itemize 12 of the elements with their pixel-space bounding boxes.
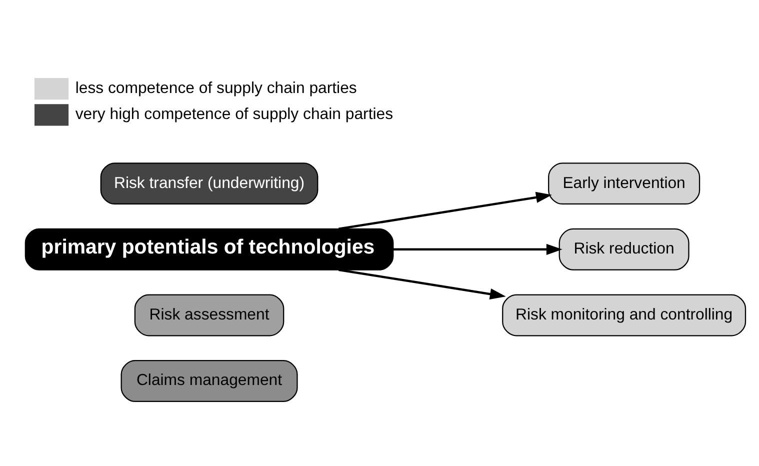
arrow (338, 268, 506, 300)
node-box: primary potentials of technologies (24, 228, 394, 270)
node-box: Early intervention (548, 162, 700, 204)
node-box: Risk assessment (134, 294, 284, 336)
node-box: Risk monitoring and controlling (502, 294, 746, 336)
node-box: Risk reduction (558, 228, 690, 270)
legend-label: less competence of supply chain parties (75, 80, 357, 97)
arrow (393, 243, 562, 254)
legend-label: very high competence of supply chain parties (75, 106, 394, 123)
node-box: Risk transfer (underwriting) (100, 162, 318, 204)
arrow (338, 191, 552, 230)
node-box: Claims management (120, 360, 298, 402)
